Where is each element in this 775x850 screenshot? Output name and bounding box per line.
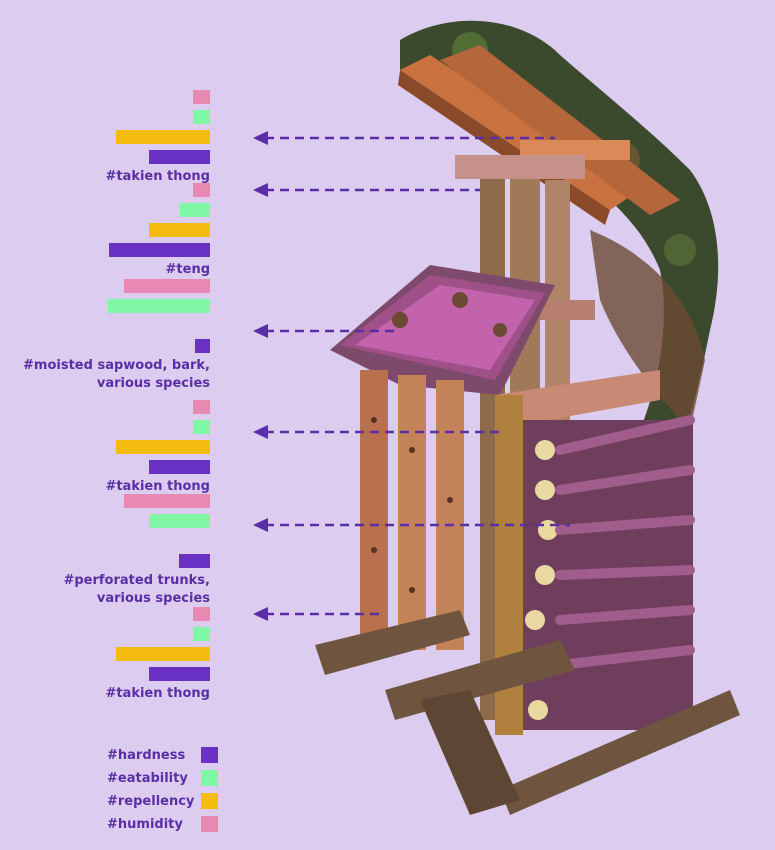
pointer-arrows [253, 131, 570, 621]
legend-swatch-humidity [201, 816, 218, 832]
bar-repellency [149, 223, 210, 237]
perforated-trunks [360, 370, 464, 650]
bar-humidity [193, 90, 210, 104]
bar-repellency [116, 440, 210, 454]
arrowhead-2 [253, 183, 268, 197]
arrowhead-5 [253, 518, 268, 532]
bar-humidity [124, 279, 210, 293]
bar-eatability [193, 420, 210, 434]
bar-hardness [149, 460, 210, 474]
bar-hardness [195, 339, 210, 353]
material-label: #takien thong [105, 169, 210, 184]
legend-label-repellency: #repellency [107, 794, 195, 809]
bar-humidity [124, 494, 210, 508]
bar-hardness [149, 150, 210, 164]
bark-roof [330, 265, 555, 395]
legend-label-hardness: #hardness [107, 748, 186, 763]
bar-eatability [193, 627, 210, 641]
arrowhead-1 [253, 131, 268, 145]
bar-humidity [193, 607, 210, 621]
material-label: #perforated trunks,various species [63, 573, 210, 606]
bar-eatability [193, 110, 210, 124]
legend-label-eatability: #eatability [107, 771, 188, 786]
bar-humidity [193, 400, 210, 414]
material-label: #takien thong [105, 479, 210, 494]
bar-hardness [179, 554, 210, 568]
legend-swatch-repellency [201, 793, 218, 809]
arrowhead-4 [253, 425, 268, 439]
arrowhead-3 [253, 324, 268, 338]
bar-repellency [116, 647, 210, 661]
bar-eatability [180, 203, 210, 217]
bar-humidity [193, 183, 210, 197]
bar-repellency [116, 130, 210, 144]
material-label: #moisted sapwood, bark,various species [23, 358, 210, 391]
material-label: #teng [165, 262, 210, 277]
arrowhead-6 [253, 607, 268, 621]
bar-eatability [108, 299, 210, 313]
bar-eatability [149, 514, 210, 528]
legend-swatch-eatability [201, 770, 218, 786]
legend-label-humidity: #humidity [107, 817, 183, 832]
legend-swatch-hardness [201, 747, 218, 763]
material-label: #takien thong [105, 686, 210, 701]
bar-hardness [109, 243, 210, 257]
bar-hardness [149, 667, 210, 681]
base [315, 610, 740, 815]
